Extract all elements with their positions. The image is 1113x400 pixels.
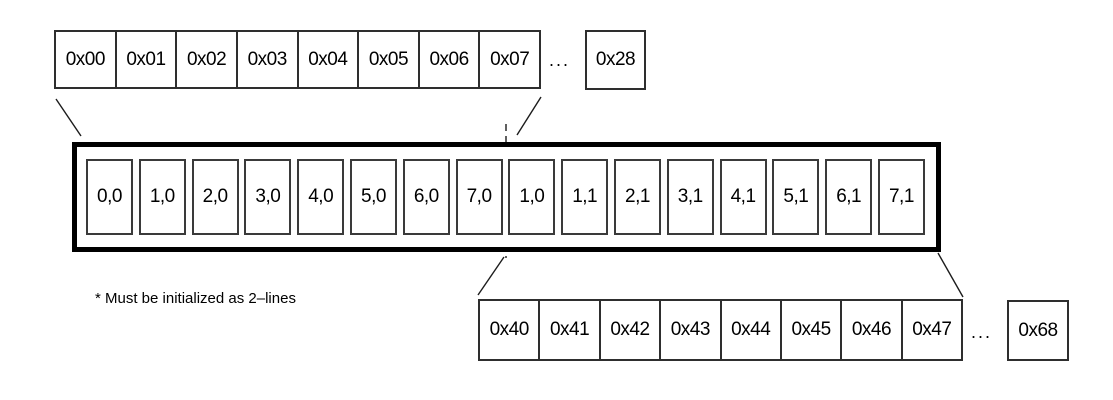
- connector-top-right-line: [516, 96, 542, 136]
- buffer-cell: 7,0: [455, 159, 503, 235]
- address-cell-top: 0x07: [478, 30, 541, 89]
- buffer-cell: 2,0: [191, 159, 239, 235]
- ellipsis-top: ...: [549, 50, 571, 70]
- address-cell-top: 0x02: [175, 30, 238, 89]
- connector-top-left-line: [55, 98, 82, 137]
- buffer-cell: 1,0: [508, 159, 556, 235]
- address-cell-bottom: 0x42: [598, 299, 662, 361]
- address-cell-top: 0x05: [357, 30, 420, 89]
- buffer-cell: 5,1: [772, 159, 820, 235]
- note-text: * Must be initialized as 2–lines: [95, 290, 296, 307]
- buffer-cell: 3,1: [666, 159, 714, 235]
- buffer-cell: 4,0: [297, 159, 345, 235]
- buffer-cell: 3,0: [244, 159, 292, 235]
- address-cell-top: 0x01: [114, 30, 178, 89]
- buffer-cell: 7,1: [877, 159, 925, 235]
- address-cell-top: 0x00: [54, 30, 117, 89]
- address-cell-top-tail: 0x28: [585, 30, 646, 90]
- address-cell-bottom: 0x47: [900, 299, 963, 361]
- address-cell-bottom: 0x46: [840, 299, 903, 361]
- address-cell-bottom: 0x41: [538, 299, 601, 361]
- address-cell-bottom: 0x45: [779, 299, 843, 361]
- address-cell-top: 0x04: [296, 30, 360, 89]
- buffer-cell: 0,0: [86, 159, 133, 235]
- address-cell-bottom-tail: 0x68: [1007, 300, 1069, 361]
- connector-bottom-left-line: [477, 256, 505, 296]
- address-cell-top: 0x03: [235, 30, 299, 89]
- buffer-cell: 2,1: [613, 159, 661, 235]
- connector-bottom-right-line: [937, 252, 964, 298]
- buffer-cell: 6,0: [402, 159, 450, 235]
- address-cell-top: 0x06: [417, 30, 481, 89]
- address-cell-bottom: 0x40: [478, 299, 541, 361]
- buffer-cell: 6,1: [825, 159, 873, 235]
- ellipsis-bottom: ...: [971, 322, 993, 342]
- address-cell-bottom: 0x43: [659, 299, 722, 361]
- buffer-cell: 5,0: [349, 159, 397, 235]
- buffer-cell: 1,0: [138, 159, 186, 235]
- buffer-cell: 1,1: [561, 159, 609, 235]
- buffer-cell: 4,1: [719, 159, 767, 235]
- address-cell-bottom: 0x44: [719, 299, 782, 361]
